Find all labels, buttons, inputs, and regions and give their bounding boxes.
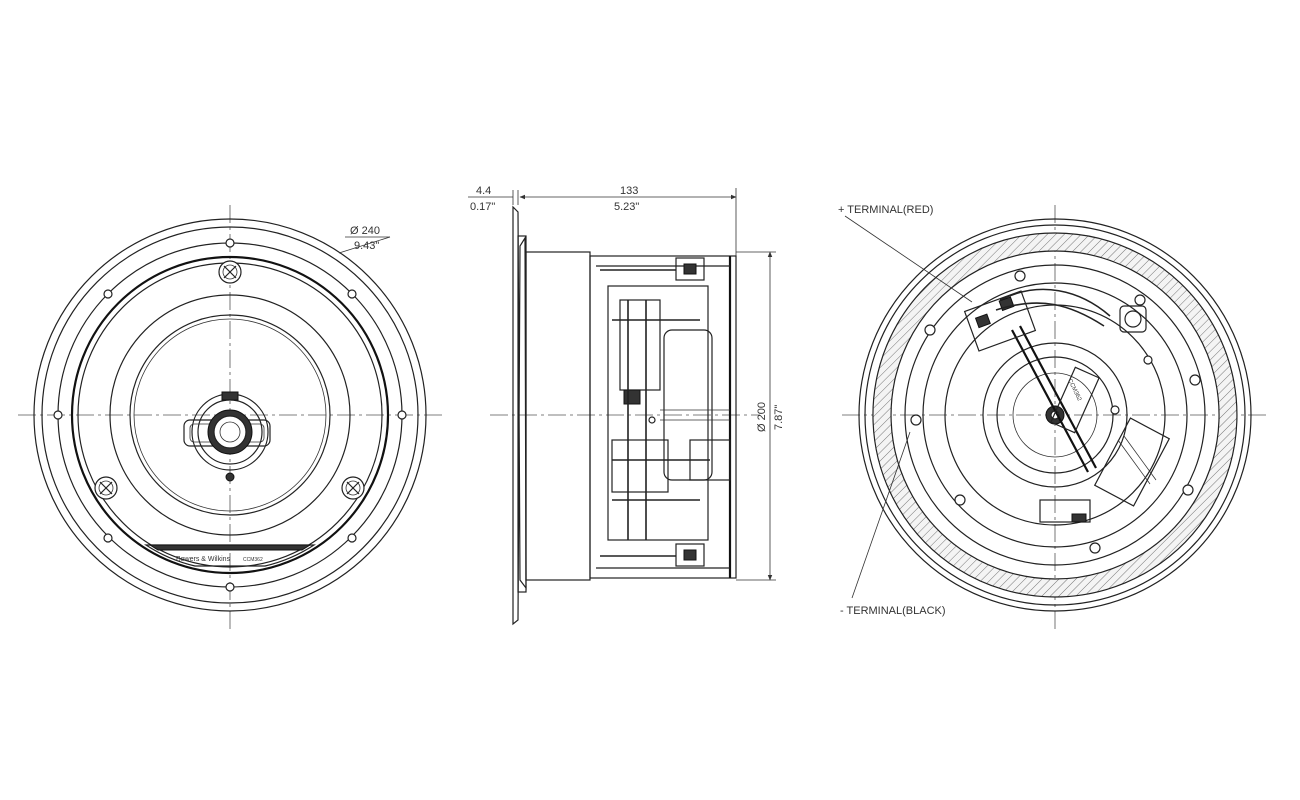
depth-mm: 133	[620, 185, 638, 197]
rear-magnet-outer	[982, 342, 1128, 488]
front-logo-badge-fill	[148, 544, 312, 551]
rear-screw	[1089, 542, 1101, 554]
front-diameter-leader	[338, 236, 391, 254]
front-clamp-screw	[94, 476, 118, 500]
front-rim-hole	[347, 533, 357, 543]
front-diameter-in: 9.43"	[354, 240, 379, 252]
front-rim-hole	[397, 410, 407, 420]
rear-hatched-flange	[872, 232, 1238, 598]
front-view: Bowers & Wilkins CCM362 Ø 240 9.43"	[18, 205, 445, 630]
rear-magnet-inner	[1012, 372, 1098, 458]
front-rim-hole	[225, 238, 235, 248]
front-rim-hole	[53, 410, 63, 420]
rear-outer-rim-inner	[864, 224, 1246, 606]
rear-magnet	[996, 356, 1114, 474]
rear-terminal-block	[963, 288, 1111, 352]
side-baffle-ring	[525, 251, 591, 581]
rear-view: CCM362 + TERMINAL(RED) - TERMINAL(BLACK)	[838, 204, 1270, 630]
rear-screw	[1182, 484, 1194, 496]
front-cone-outer	[109, 294, 351, 536]
front-rim-hole	[103, 533, 113, 543]
front-clamp-screw	[218, 260, 242, 284]
rear-label-plate	[1050, 366, 1100, 434]
depth-in: 5.23"	[614, 201, 639, 213]
rear-screw	[1014, 270, 1026, 282]
rear-screw	[910, 414, 922, 426]
terminal-positive-label: + TERMINAL(RED)	[838, 204, 933, 216]
rear-label-mark: CCM362	[1066, 378, 1082, 403]
side-clamp-bottom	[600, 543, 705, 567]
rear-screw	[924, 324, 936, 336]
front-logo-badge	[143, 544, 317, 567]
front-tweeter	[183, 391, 271, 482]
front-rim-hole	[347, 289, 357, 299]
side-view: 4.4 0.17" 133 5.23" Ø 200 7.87"	[468, 185, 785, 626]
side-flange	[512, 205, 527, 626]
flange-mm: 4.4	[476, 185, 491, 197]
front-cone-surround	[129, 314, 331, 516]
cutout-in: 7.87"	[773, 405, 785, 430]
terminal-negative-label: - TERMINAL(BLACK)	[840, 605, 946, 617]
rear-screw	[1110, 405, 1120, 415]
terminal-negative-leader	[851, 431, 911, 599]
rear-chassis-screws	[910, 270, 1201, 554]
front-cone-inner	[133, 318, 327, 512]
rear-screw	[954, 494, 966, 506]
rear-chassis	[922, 282, 1188, 548]
front-grille-edge	[70, 255, 390, 575]
rear-screw	[1189, 374, 1201, 386]
rear-crossover	[1039, 305, 1171, 523]
side-clamp-top	[600, 257, 705, 281]
rear-screw	[1134, 294, 1146, 306]
rear-brace-bar	[1011, 329, 1089, 473]
front-rim-hole	[225, 582, 235, 592]
front-clamp-screw	[341, 476, 365, 500]
model-mark: CCM362	[243, 557, 263, 563]
side-rear-can	[589, 255, 737, 579]
terminal-positive-leader	[844, 215, 973, 303]
front-rim-holes	[53, 238, 407, 592]
front-outer-rim-inner-edge	[41, 226, 419, 604]
side-internals	[607, 285, 731, 541]
front-diameter-mm: Ø 240	[350, 225, 380, 237]
front-outer-rim	[33, 218, 427, 612]
flange-in: 0.17"	[470, 201, 495, 213]
rear-screw	[1143, 355, 1153, 365]
rear-outer-rim	[858, 218, 1252, 612]
cutout-mm: Ø 200	[756, 402, 768, 432]
rear-chassis-outer	[904, 264, 1206, 566]
front-rim-hole	[103, 289, 113, 299]
brand-logo: Bowers & Wilkins	[176, 556, 231, 563]
